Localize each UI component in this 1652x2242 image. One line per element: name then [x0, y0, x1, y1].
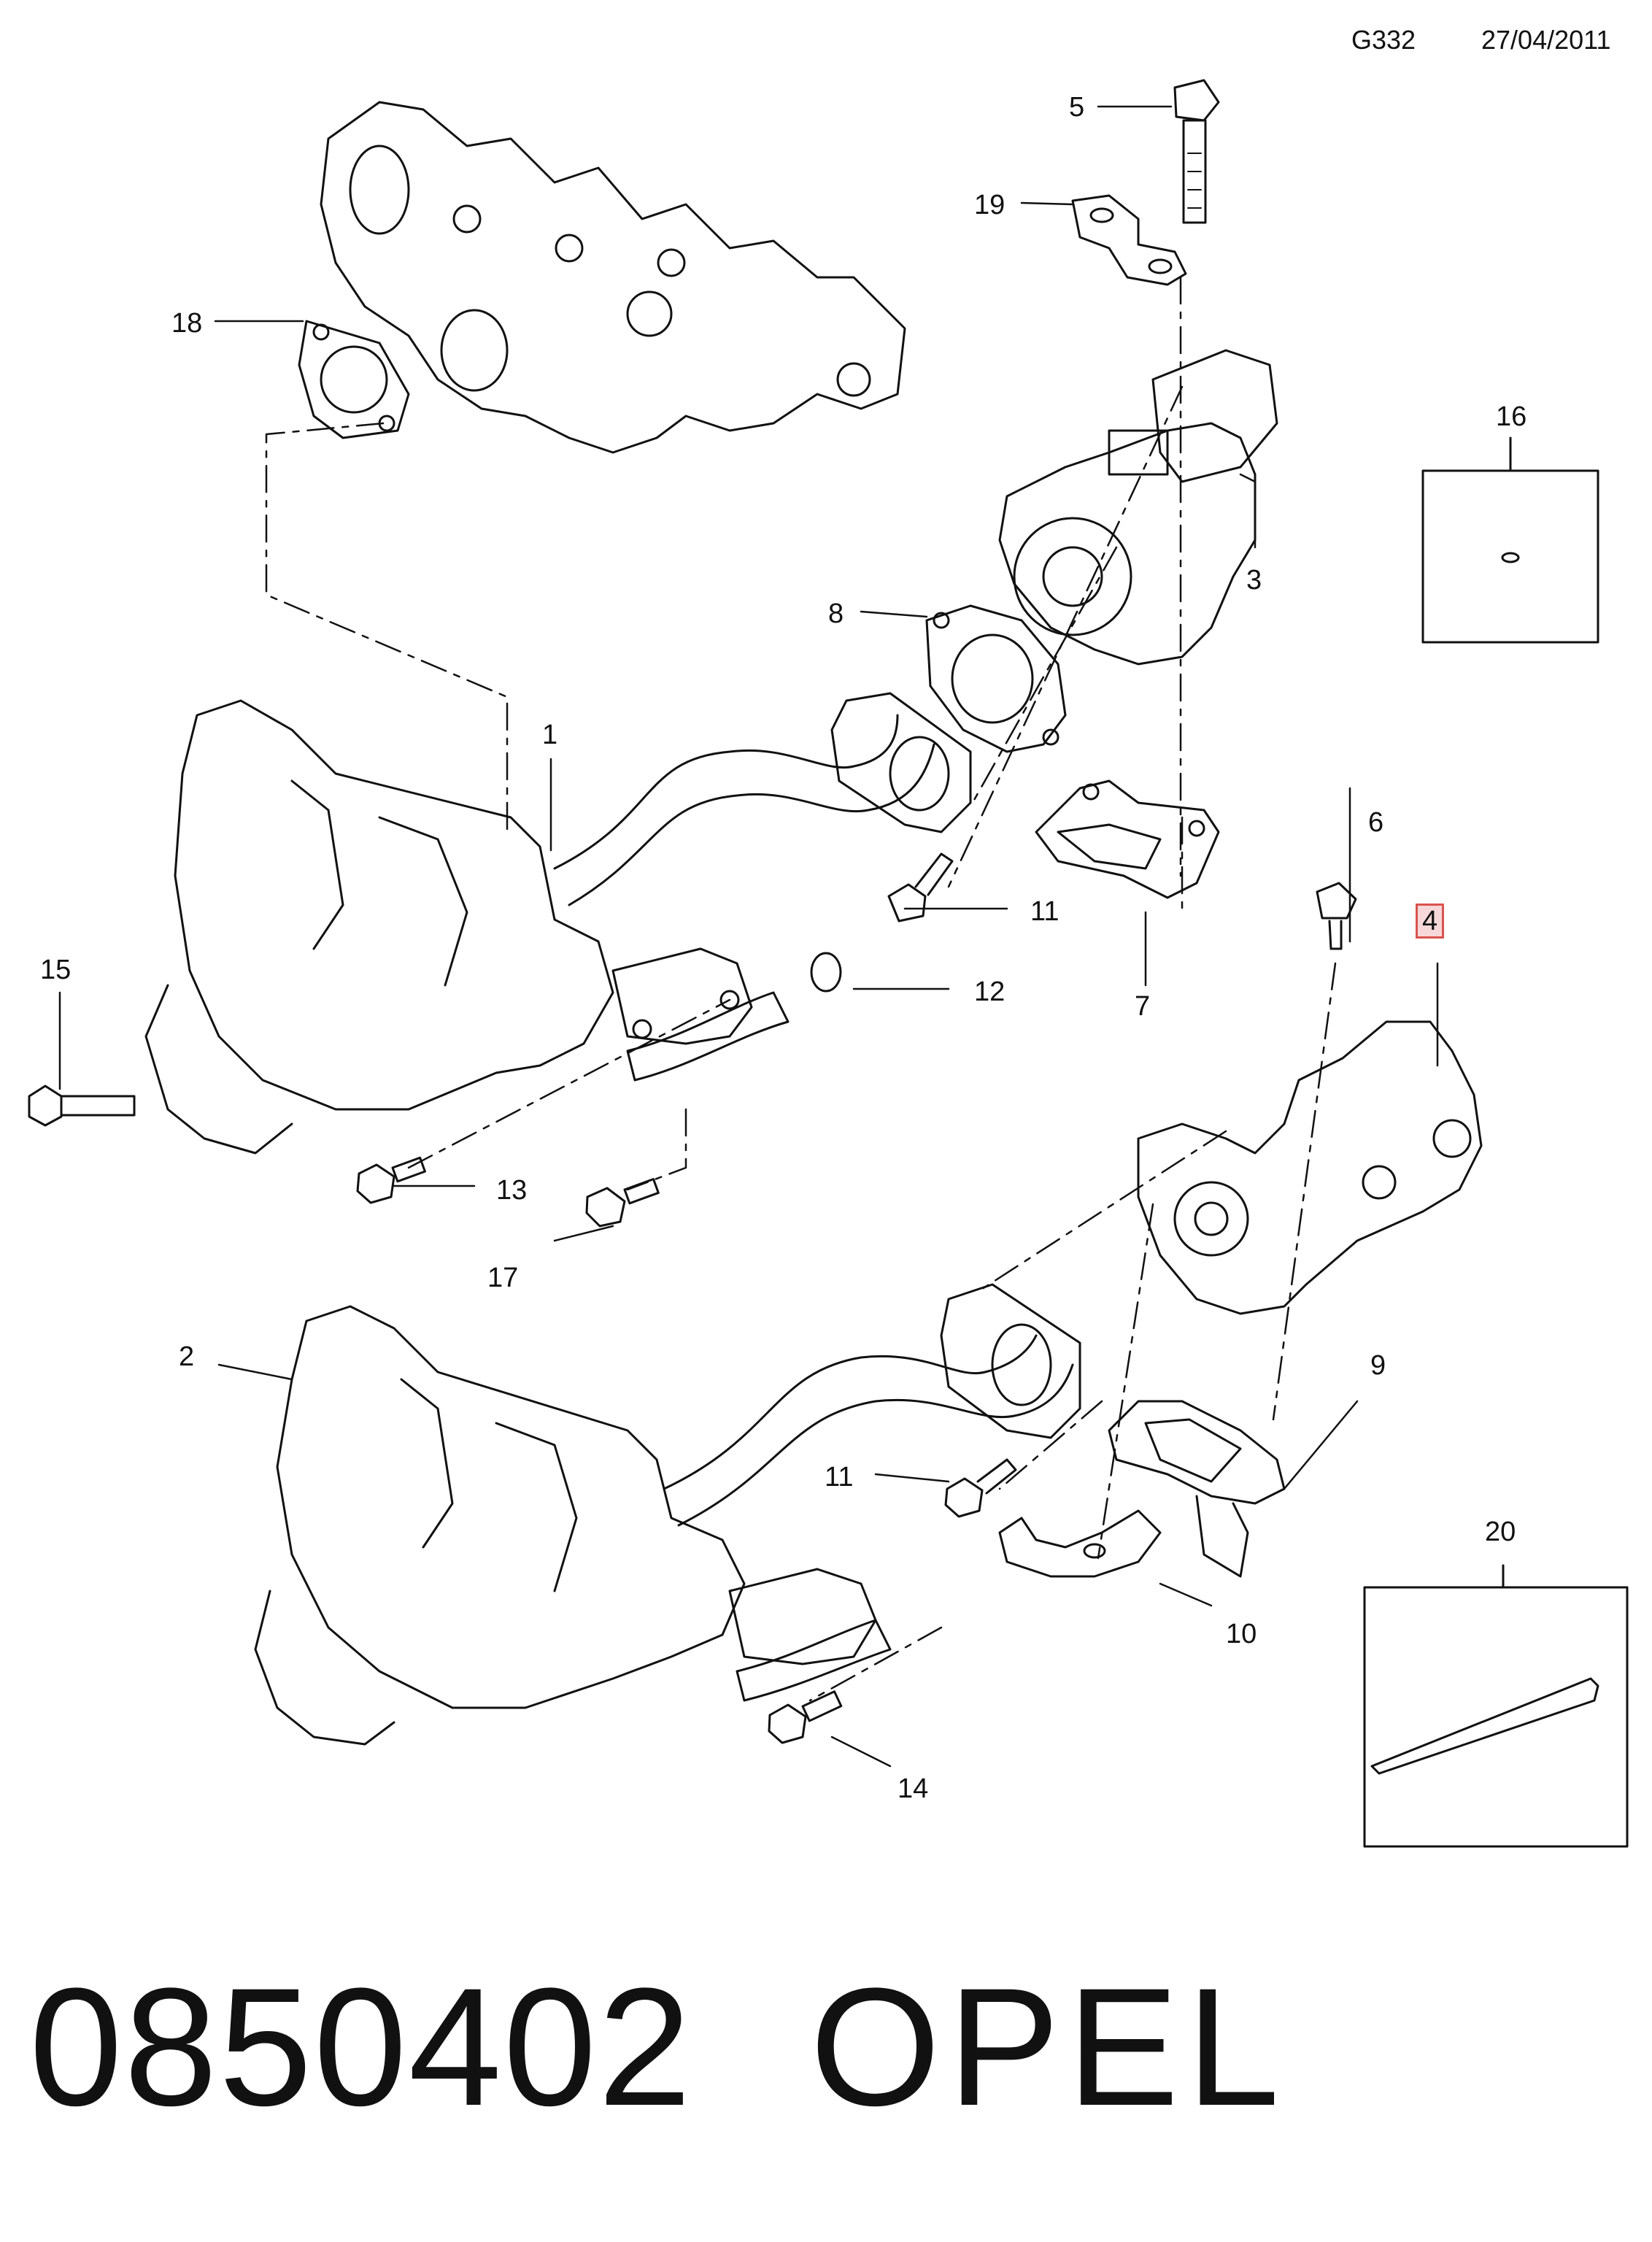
box-20 [1363, 1564, 1629, 1848]
callout-6: 6 [1368, 807, 1384, 838]
gasket-18 [298, 320, 410, 439]
part-number: 0850402 [29, 1953, 693, 2141]
callout-11-upper: 11 [1030, 896, 1059, 927]
callout-4-highlight: 4 [1416, 904, 1445, 939]
bolt-5 [1173, 79, 1220, 224]
box-16 [1421, 436, 1599, 644]
diagram-code: G332 [1351, 25, 1416, 55]
bracket-10 [998, 1509, 1162, 1578]
leader-lines [58, 105, 1439, 1768]
callout-19: 19 [974, 190, 1006, 220]
egr-valve-3 [998, 349, 1278, 666]
callout-17: 17 [487, 1263, 519, 1293]
callout-20: 20 [1485, 1517, 1516, 1547]
callout-11-lower: 11 [825, 1462, 854, 1492]
callout-18: 18 [171, 308, 203, 339]
bracket-19 [1071, 194, 1187, 286]
callout-8: 8 [828, 598, 844, 629]
brand-name: OPEL [810, 1953, 1287, 2141]
callout-7: 7 [1135, 991, 1151, 1022]
egr-valve-4 [1137, 1020, 1483, 1315]
egr-cooler-1 [144, 692, 972, 1155]
callout-5: 5 [1069, 92, 1085, 123]
bolt-14 [768, 1690, 843, 1744]
callout-15: 15 [40, 955, 72, 985]
diagram-date: 27/04/2011 [1481, 25, 1611, 55]
o-ring-12 [810, 952, 842, 993]
callout-12: 12 [974, 976, 1006, 1007]
callout-16: 16 [1496, 401, 1527, 432]
callout-13: 13 [496, 1175, 528, 1206]
egr-cooler-2 [254, 1283, 1081, 1746]
gasket-9 [1108, 1400, 1286, 1578]
bolt-11-upper [887, 852, 954, 922]
callout-3: 3 [1246, 565, 1262, 596]
exhaust-manifold [320, 101, 906, 454]
callout-10: 10 [1226, 1619, 1257, 1649]
bolt-15 [28, 1085, 136, 1127]
callout-1: 1 [542, 720, 558, 750]
gasket-8 [925, 604, 1067, 753]
callout-14: 14 [898, 1773, 929, 1804]
bolt-17 [585, 1178, 660, 1228]
bolt-6 [1316, 882, 1357, 950]
assembly-lines [265, 276, 1337, 1702]
bolt-11-lower [944, 1458, 1017, 1518]
callout-2: 2 [179, 1341, 195, 1372]
bolt-13 [356, 1156, 426, 1204]
gasket-7 [1035, 779, 1220, 899]
callout-9: 9 [1370, 1350, 1386, 1381]
